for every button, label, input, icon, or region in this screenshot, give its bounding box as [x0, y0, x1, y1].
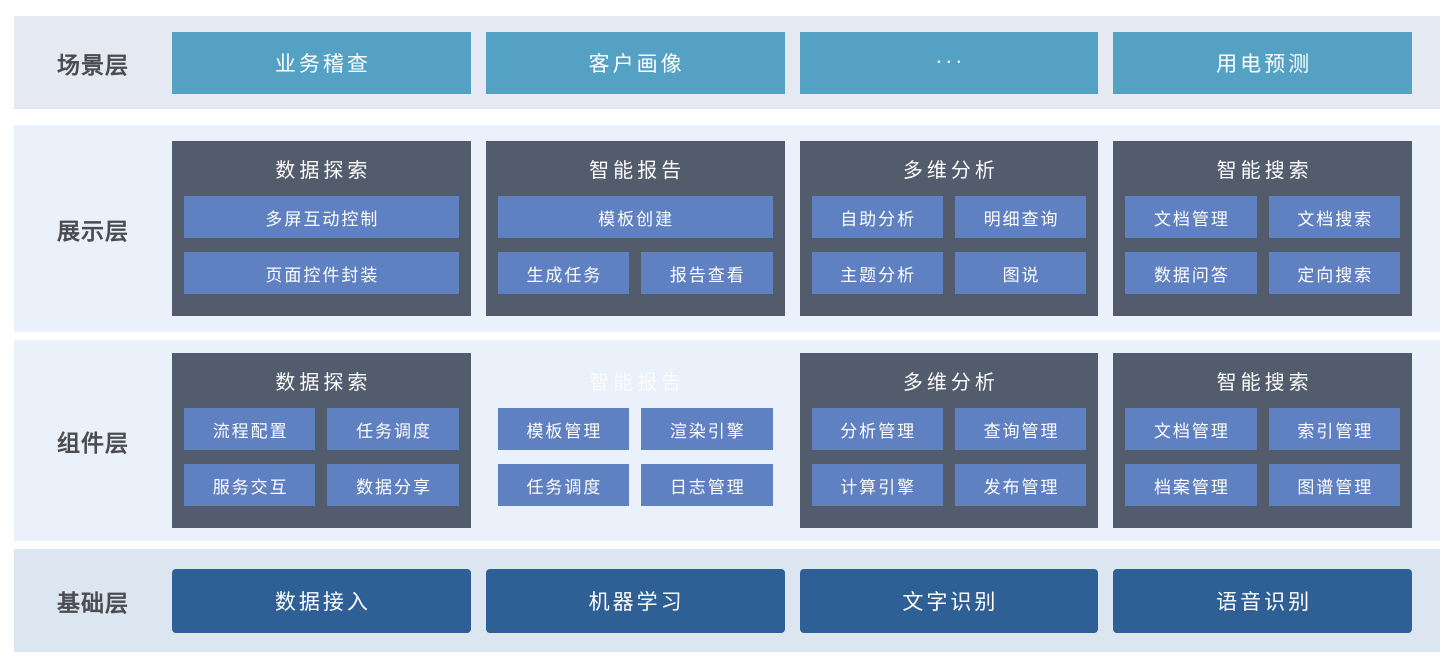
card-title: 数据探索 — [275, 372, 372, 394]
card-body: 分析管理 查询管理 计算引擎 发布管理 — [811, 408, 1087, 506]
feature-box-document-management: 文档管理 — [1125, 408, 1257, 450]
layer-label-component: 组件层 — [57, 429, 129, 456]
card-body: 模板管理 渲染引擎 任务调度 日志管理 — [497, 408, 773, 506]
feature-box-task-scheduling: 任务调度 — [327, 408, 459, 450]
feature-box-document-search: 文档搜索 — [1268, 196, 1400, 238]
layer-row-presentation: 展示层 数据探索 多屏互动控制 页面控件封装 智能报告 模板创建 生成任务 报告… — [14, 125, 1440, 332]
feature-box-topic-analysis: 主题分析 — [811, 252, 943, 294]
feature-box-query-management: 查询管理 — [954, 408, 1087, 450]
layer-row-base: 基础层 数据接入 机器学习 文字识别 语音识别 — [14, 549, 1440, 652]
base-items: 数据接入 机器学习 文字识别 语音识别 — [172, 568, 1412, 633]
feature-box-graph-management: 图谱管理 — [1268, 464, 1400, 506]
scenario-items: 业务稽查 客户画像 ··· 用电预测 — [172, 31, 1412, 94]
feature-box-template-creation: 模板创建 — [497, 196, 773, 238]
feature-box-log-management: 日志管理 — [641, 464, 773, 506]
feature-box-publish-management: 发布管理 — [954, 464, 1087, 506]
component-card-smart-report: 智能报告 模板管理 渲染引擎 任务调度 日志管理 — [486, 353, 785, 528]
base-box-text-recognition: 文字识别 — [799, 568, 1099, 633]
card-body: 文档管理 索引管理 档案管理 图谱管理 — [1125, 408, 1400, 506]
feature-box-page-widget-wrapping: 页面控件封装 — [184, 252, 459, 294]
card-body: 模板创建 生成任务 报告查看 — [497, 196, 773, 294]
presentation-card-data-exploration: 数据探索 多屏互动控制 页面控件封装 — [172, 141, 471, 316]
layer-label-base: 基础层 — [57, 589, 129, 616]
card-title: 智能报告 — [589, 160, 686, 182]
layer-label-scenario: 场景层 — [57, 51, 129, 78]
feature-box-document-management: 文档管理 — [1125, 196, 1257, 238]
component-card-smart-search: 智能搜索 文档管理 索引管理 档案管理 图谱管理 — [1113, 353, 1412, 528]
scenario-box-business-audit: 业务稽查 — [172, 31, 471, 94]
feature-box-process-config: 流程配置 — [184, 408, 316, 450]
card-body: 文档管理 文档搜索 数据问答 定向搜索 — [1125, 196, 1400, 294]
layer-label-presentation: 展示层 — [57, 217, 129, 244]
card-body: 自助分析 明细查询 主题分析 图说 — [811, 196, 1087, 294]
feature-box-archive-management: 档案管理 — [1125, 464, 1257, 506]
scenario-box-customer-profile: 客户画像 — [485, 31, 785, 94]
feature-box-detail-query: 明细查询 — [954, 196, 1087, 238]
card-title: 智能搜索 — [1216, 160, 1313, 182]
feature-box-chart-narration: 图说 — [954, 252, 1087, 294]
card-title: 数据探索 — [275, 160, 372, 182]
feature-box-multi-screen-control: 多屏互动控制 — [184, 196, 459, 238]
card-title: 智能搜索 — [1216, 372, 1313, 394]
feature-box-render-engine: 渲染引擎 — [641, 408, 773, 450]
feature-box-compute-engine: 计算引擎 — [811, 464, 943, 506]
presentation-card-smart-search: 智能搜索 文档管理 文档搜索 数据问答 定向搜索 — [1113, 141, 1412, 316]
layer-row-scenario: 场景层 业务稽查 客户画像 ··· 用电预测 — [14, 16, 1440, 109]
card-body: 多屏互动控制 页面控件封装 — [184, 196, 459, 294]
feature-box-analysis-management: 分析管理 — [811, 408, 943, 450]
feature-box-service-interaction: 服务交互 — [184, 464, 316, 506]
component-card-multidim-analysis: 多维分析 分析管理 查询管理 计算引擎 发布管理 — [799, 353, 1099, 528]
feature-box-report-view: 报告查看 — [641, 252, 773, 294]
component-cards: 数据探索 流程配置 任务调度 服务交互 数据分享 智能报告 模板管理 渲染引擎 … — [172, 353, 1412, 528]
card-title: 智能报告 — [589, 372, 686, 394]
feature-box-generate-task: 生成任务 — [497, 252, 630, 294]
feature-box-data-sharing: 数据分享 — [327, 464, 459, 506]
feature-box-data-qa: 数据问答 — [1125, 252, 1257, 294]
feature-box-targeted-search: 定向搜索 — [1268, 252, 1400, 294]
component-card-data-exploration: 数据探索 流程配置 任务调度 服务交互 数据分享 — [172, 353, 471, 528]
presentation-cards: 数据探索 多屏互动控制 页面控件封装 智能报告 模板创建 生成任务 报告查看 多… — [172, 141, 1412, 316]
feature-box-index-management: 索引管理 — [1268, 408, 1400, 450]
feature-box-template-management: 模板管理 — [497, 408, 630, 450]
feature-box-task-scheduling: 任务调度 — [497, 464, 630, 506]
card-title: 多维分析 — [902, 160, 999, 182]
card-title: 多维分析 — [902, 372, 999, 394]
feature-box-self-service-analysis: 自助分析 — [811, 196, 943, 238]
scenario-box-power-forecast: 用电预测 — [1113, 31, 1412, 94]
base-box-speech-recognition: 语音识别 — [1113, 568, 1412, 633]
base-box-data-access: 数据接入 — [172, 568, 471, 633]
presentation-card-smart-report: 智能报告 模板创建 生成任务 报告查看 — [485, 141, 785, 316]
layer-row-component: 组件层 数据探索 流程配置 任务调度 服务交互 数据分享 智能报告 模板管理 渲… — [14, 340, 1440, 541]
scenario-box-ellipsis: ··· — [799, 31, 1099, 94]
base-box-machine-learning: 机器学习 — [485, 568, 785, 633]
card-body: 流程配置 任务调度 服务交互 数据分享 — [184, 408, 459, 506]
presentation-card-multidim-analysis: 多维分析 自助分析 明细查询 主题分析 图说 — [799, 141, 1099, 316]
